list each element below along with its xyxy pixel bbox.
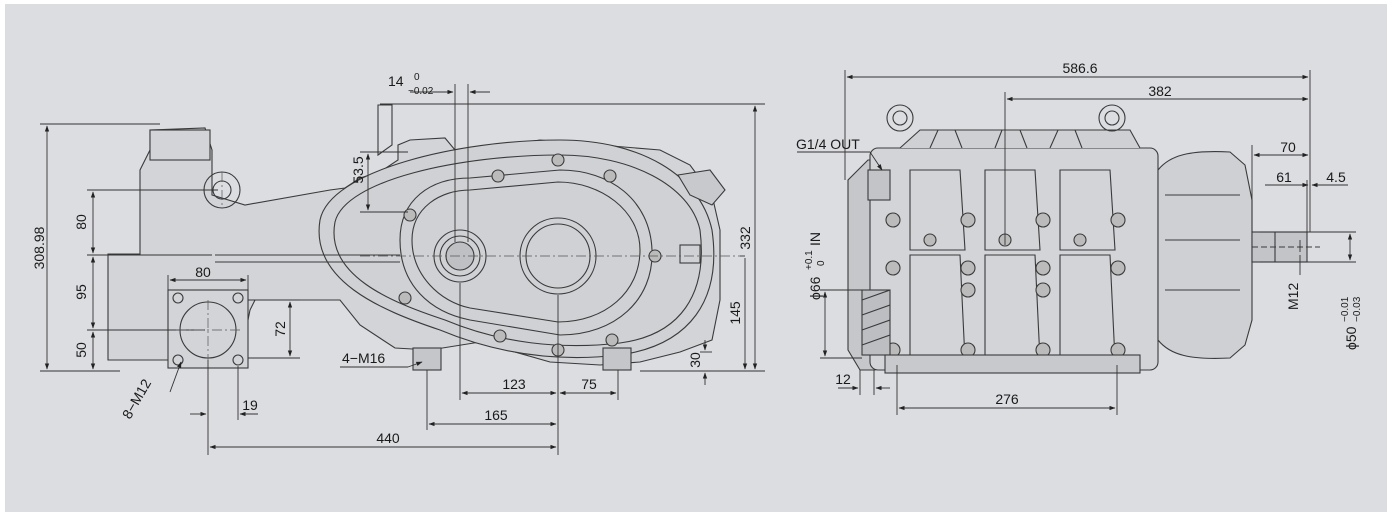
dim-95: 95 — [73, 284, 89, 300]
dim-332: 332 — [737, 226, 753, 250]
dim-72: 72 — [272, 321, 288, 337]
front-view-dimensions — [797, 70, 1356, 415]
label-shaft-tol-lower: −0.03 — [1352, 296, 1363, 322]
dim-440: 440 — [376, 430, 400, 446]
callout-4-m16: 4−M16 — [342, 350, 385, 366]
side-view — [107, 104, 726, 371]
label-inlet-diameter: ϕ66 — [807, 276, 823, 300]
side-view-labels: 308.98 80 95 50 80 72 53.5 14 0 −0.02 33… — [31, 72, 753, 446]
dim-12: 12 — [835, 371, 851, 387]
dim-75: 75 — [581, 376, 597, 392]
label-shaft-tol-upper: −0.01 — [1340, 296, 1351, 322]
center-lines — [176, 172, 740, 360]
dim-80-vertical: 80 — [73, 214, 89, 230]
crankcase-cover — [1157, 151, 1253, 359]
label-inlet-tol-lower: 0 — [816, 260, 827, 266]
label-shaft-diameter: ϕ50 — [1343, 326, 1359, 350]
dim-586-6: 586.6 — [1062, 60, 1097, 76]
label-m12: M12 — [1285, 283, 1301, 310]
dim-14: 14 — [388, 73, 404, 89]
callout-8-m12: 8−M12 — [119, 376, 155, 422]
dim-308-98: 308.98 — [31, 226, 47, 269]
dim-14-tol-upper: 0 — [414, 72, 420, 83]
side-view-dimensions — [40, 84, 765, 455]
dim-50: 50 — [73, 342, 89, 358]
dim-145: 145 — [727, 301, 743, 325]
pump-body — [869, 147, 1159, 371]
front-view — [847, 104, 1320, 374]
gear-cover — [399, 169, 653, 336]
dim-80-horizontal: 80 — [195, 264, 211, 280]
dim-30: 30 — [687, 352, 703, 368]
dim-14-tol-lower: −0.02 — [408, 86, 434, 97]
dim-4-5: 4.5 — [1326, 169, 1346, 185]
dim-165: 165 — [484, 407, 508, 423]
front-view-labels: 586.6 382 70 61 4.5 G1/4 OUT 12 276 ϕ66 … — [796, 60, 1363, 407]
dim-61: 61 — [1276, 169, 1292, 185]
label-inlet: IN — [807, 232, 823, 246]
dim-70: 70 — [1280, 139, 1296, 155]
dim-53-5: 53.5 — [350, 156, 366, 183]
dim-382: 382 — [1148, 83, 1172, 99]
label-outlet: G1/4 OUT — [796, 136, 860, 152]
dim-123: 123 — [502, 376, 526, 392]
label-inlet-tol-upper: +0.1 — [804, 250, 815, 270]
dim-19: 19 — [242, 397, 258, 413]
dim-276: 276 — [995, 391, 1019, 407]
